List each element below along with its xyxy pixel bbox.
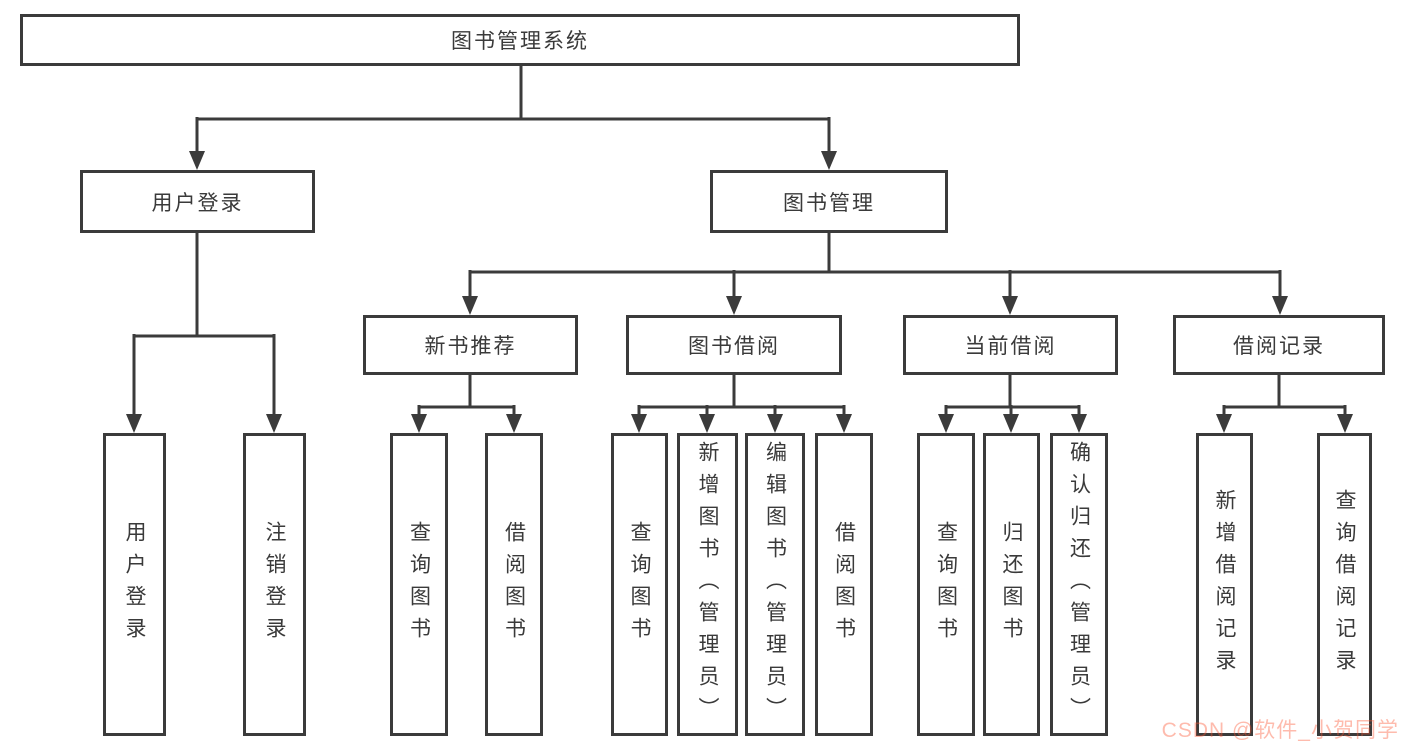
leaf-records-add-record: 新增借阅记录	[1196, 433, 1253, 736]
leaf-user-login: 用户登录	[103, 433, 166, 736]
node-user-login: 用户登录	[80, 170, 315, 233]
leaf-logout: 注销登录	[243, 433, 306, 736]
connector-book-borrow	[637, 373, 846, 415]
connector-user-login	[132, 231, 276, 415]
connector-new-books	[417, 373, 516, 415]
leaf-borrow-edit-books-admin: 编辑图书（管理员）	[745, 433, 805, 736]
node-borrow-records: 借阅记录	[1173, 315, 1385, 375]
node-root: 图书管理系统	[20, 14, 1020, 66]
connector-borrow-records	[1222, 373, 1347, 415]
node-new-books: 新书推荐	[363, 315, 578, 375]
connector-current-borrow	[944, 373, 1081, 415]
leaf-records-query-record: 查询借阅记录	[1317, 433, 1372, 736]
leaf-newbooks-query-books: 查询图书	[390, 433, 448, 736]
leaf-borrow-query-books: 查询图书	[611, 433, 668, 736]
node-book-borrow: 图书借阅	[626, 315, 842, 375]
watermark: CSDN @软件_小贺同学	[1161, 719, 1399, 742]
leaf-borrow-borrow-books: 借阅图书	[815, 433, 873, 736]
leaf-newbooks-borrow-books: 借阅图书	[485, 433, 543, 736]
connector-book-mgmt	[468, 231, 1282, 297]
connector-root	[195, 64, 831, 152]
leaf-borrow-add-books-admin: 新增图书（管理员）	[677, 433, 738, 736]
node-current-borrow: 当前借阅	[903, 315, 1118, 375]
leaf-current-confirm-return-admin: 确认归还（管理员）	[1050, 433, 1108, 736]
node-book-mgmt: 图书管理	[710, 170, 948, 233]
leaf-current-return-books: 归还图书	[983, 433, 1040, 736]
leaf-current-query-books: 查询图书	[917, 433, 975, 736]
